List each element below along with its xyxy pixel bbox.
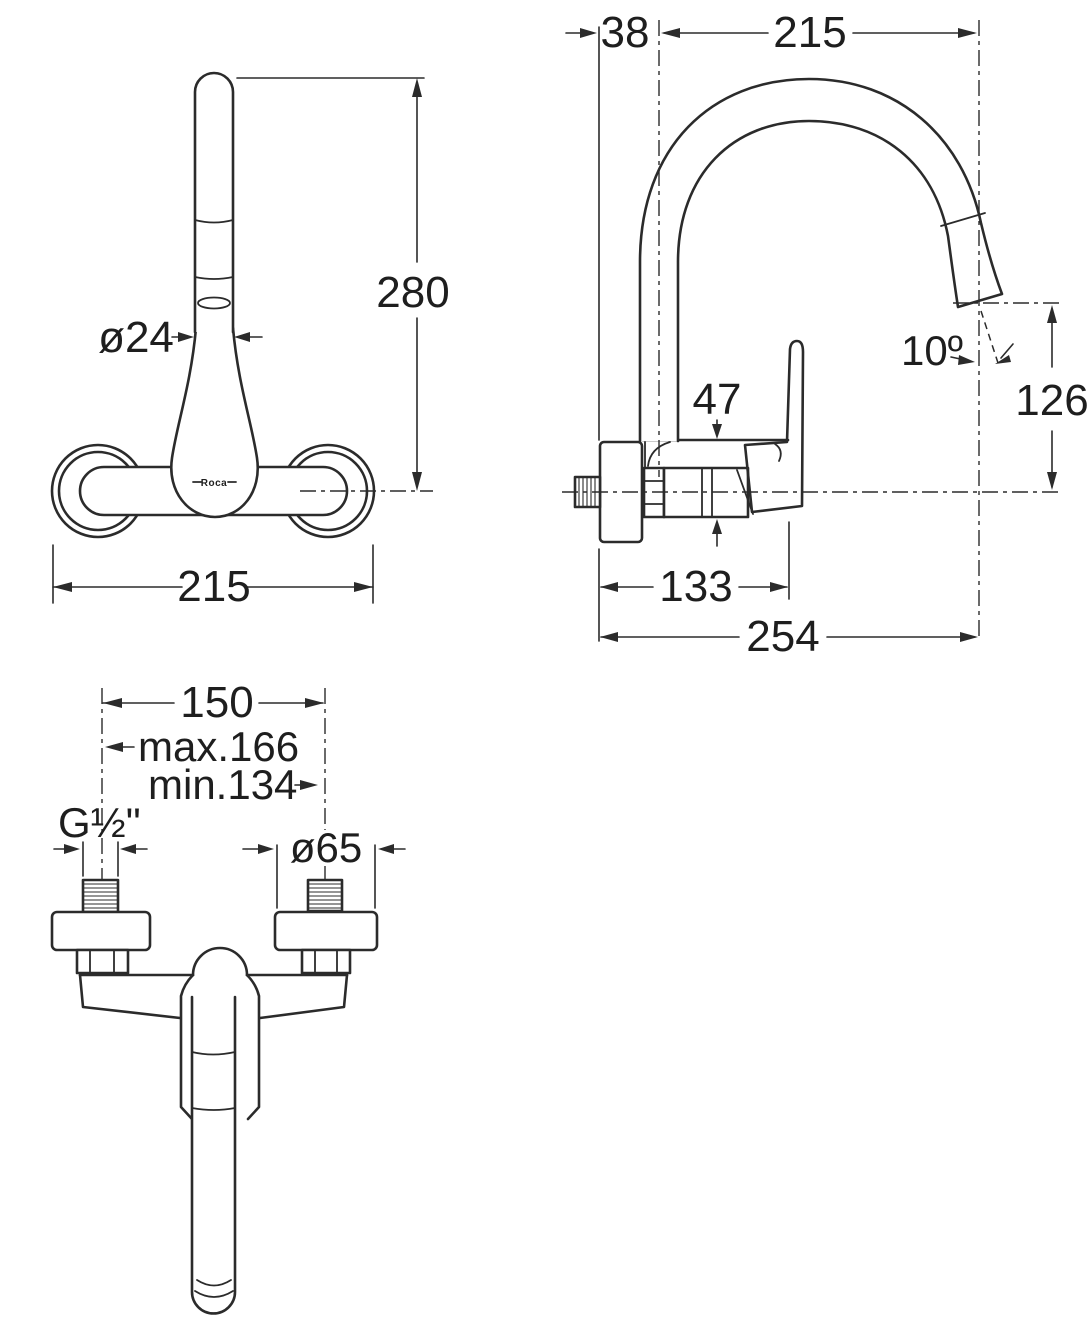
arrow-215f-left <box>53 582 72 592</box>
bar-bottom-edge-right <box>258 973 349 1020</box>
arrow-angle-left <box>958 355 975 365</box>
arrow-thread-left <box>64 844 80 854</box>
dim-label-spacing-min: min.134 <box>148 761 297 808</box>
angle-reference-line <box>980 310 1000 367</box>
side-view: 38 215 47 10º 126 133 <box>562 8 1089 661</box>
arrow-133-right <box>770 582 788 592</box>
riser-base-arc <box>647 441 671 467</box>
spout-tube-outline <box>190 995 237 1315</box>
arrow-38 <box>580 28 597 38</box>
pipe-joint-line-lower <box>194 276 234 280</box>
handle-lever <box>743 339 805 514</box>
tube-tip-arc-1 <box>196 1279 232 1287</box>
spout-pipe-front <box>193 71 235 334</box>
arrow-215s-right <box>958 28 977 38</box>
arrow-o24-right <box>234 332 250 342</box>
arrow-shaft-angle-right <box>1000 343 1014 359</box>
dim-label-outlet-drop-126: 126 <box>1015 376 1088 425</box>
arrow-133-left <box>600 582 618 592</box>
pipe-joint-line-upper <box>194 219 234 224</box>
dim-label-outlet-angle-10: 10º <box>901 327 963 374</box>
tube-shoulder-line <box>191 1107 236 1111</box>
right-nut <box>300 948 352 975</box>
arrow-o65-right <box>378 844 394 854</box>
cartridge-dome <box>191 946 249 977</box>
arrow-thread-right <box>120 844 136 854</box>
arrow-126-down <box>1047 472 1057 490</box>
dim-label-hole-spacing-150: 150 <box>180 678 253 727</box>
dim-label-body-depth-133: 133 <box>659 562 732 611</box>
housing-left-edge <box>179 973 195 1121</box>
arrow-angle-right <box>995 355 1011 364</box>
arrow-280-up <box>412 78 422 97</box>
arrow-150-right <box>305 698 324 708</box>
handle-inner-curve <box>774 443 782 462</box>
dim-label-wall-offset-38: 38 <box>601 8 650 57</box>
arrow-max166 <box>105 742 123 752</box>
housing-right-edge <box>245 973 261 1121</box>
dim-label-total-depth-254: 254 <box>746 612 819 661</box>
dim-label-thread-size: G½" <box>58 799 141 846</box>
arrow-o24-left <box>178 332 194 342</box>
arrow-254-left <box>600 632 618 642</box>
right-thread-hatch <box>309 883 341 909</box>
dim-label-height-280: 280 <box>376 268 449 317</box>
arrow-min134 <box>300 780 318 790</box>
arrow-126-up <box>1047 305 1057 323</box>
spout-pipe-fill <box>195 73 233 332</box>
gooseneck-outline <box>638 77 1004 443</box>
gooseneck-fill <box>640 79 1002 441</box>
mixer-body-front <box>169 326 260 519</box>
dim-label-spout-diameter: ø24 <box>98 313 174 362</box>
arrow-254-right <box>960 632 978 642</box>
dim-label-mount-width-215: 215 <box>177 562 250 611</box>
pipe-joint-ring <box>197 296 231 310</box>
left-thread-hatch <box>84 883 117 909</box>
spout-end-band <box>940 212 986 227</box>
arrow-280-down <box>412 472 422 491</box>
arrow-o65-left <box>258 844 274 854</box>
dim-label-spacing-max: max.166 <box>138 723 299 770</box>
dim-label-escutcheon-diameter: ø65 <box>290 824 362 871</box>
tube-tip-arc-2 <box>194 1290 234 1298</box>
arrow-215s-left <box>661 28 680 38</box>
spout-tube-fill <box>192 997 235 1314</box>
right-flange <box>273 910 379 952</box>
arrow-47-down <box>712 424 722 439</box>
brand-logo-text: Roca <box>201 478 227 489</box>
dim-label-body-height-47: 47 <box>693 375 742 424</box>
bar-bottom-edge-left <box>78 973 182 1020</box>
left-nut <box>75 948 130 975</box>
left-flange <box>50 910 152 952</box>
front-view: Roca 280 ø24 215 <box>50 71 450 611</box>
arrow-47-up <box>712 519 722 534</box>
dim-label-reach-215: 215 <box>773 8 846 57</box>
tube-joint-line <box>191 1051 236 1056</box>
arrow-150-left <box>103 698 122 708</box>
bottom-view: 150 max.166 min.134 G½" ø65 <box>50 678 406 1315</box>
arrow-215f-right <box>354 582 373 592</box>
